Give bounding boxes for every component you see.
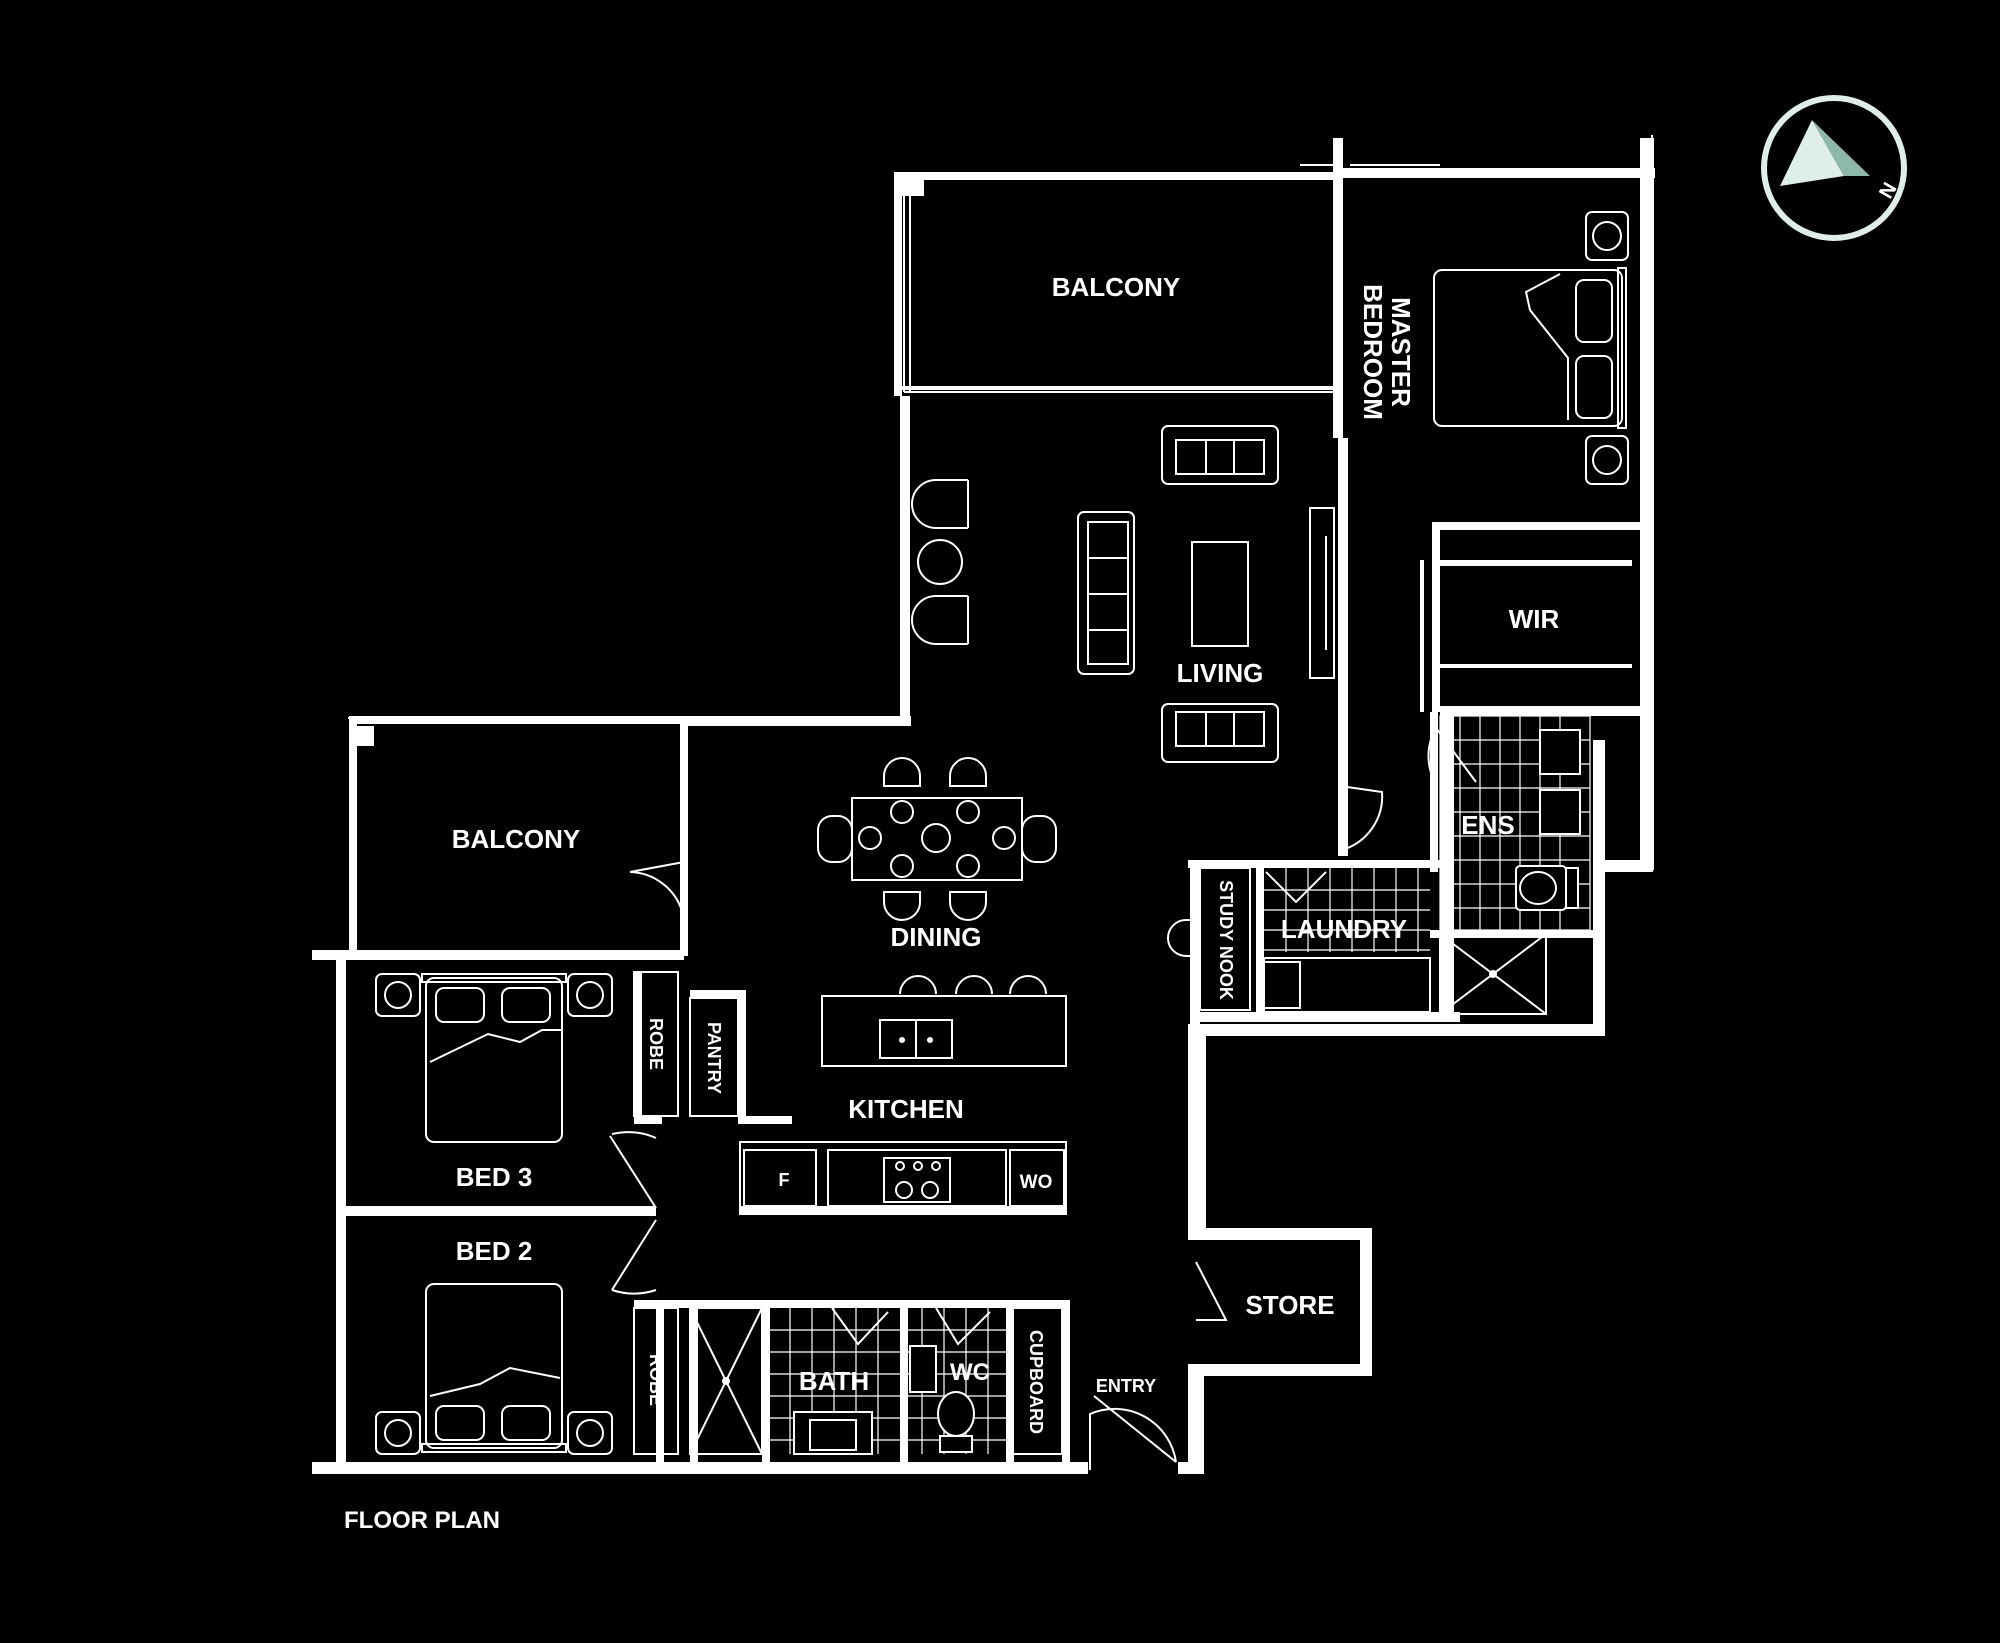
sofa-left — [1077, 511, 1135, 675]
bar-stools — [911, 479, 969, 645]
robe-bed2-label: ROBE — [646, 1354, 666, 1406]
wc-door — [935, 1307, 991, 1346]
ensuite-shower — [1439, 933, 1547, 1015]
master-bedroom-label-1: MASTER — [1386, 297, 1416, 407]
bed-2 — [421, 1283, 567, 1453]
master-bed — [1433, 267, 1627, 429]
bedside-tables-bed3 — [375, 973, 613, 1017]
kitchen-island — [821, 975, 1067, 1067]
master-door — [1339, 785, 1384, 851]
sofa-top — [1161, 425, 1279, 485]
tv-unit — [1309, 507, 1335, 679]
laundry-tiles — [1262, 868, 1430, 952]
compass: N — [1761, 95, 1907, 241]
bed2-label: BED 2 — [456, 1236, 533, 1266]
store-label: STORE — [1245, 1290, 1334, 1320]
study-chair — [1167, 919, 1200, 957]
kitchen-label: KITCHEN — [848, 1094, 964, 1124]
bedside-tables-master — [1585, 211, 1629, 485]
laundry-door — [1265, 871, 1327, 904]
ensuite-vanity — [1515, 729, 1581, 911]
coffee-table — [1191, 541, 1249, 647]
store-door — [1195, 1261, 1228, 1321]
ensuite-door — [1427, 727, 1477, 785]
cupboard-cabinet — [1011, 1307, 1063, 1455]
windows — [341, 135, 1653, 1460]
sofa-bottom — [1161, 703, 1279, 763]
robe-bed2-cabinet — [633, 1307, 679, 1455]
master-bedroom-label-2: BEDROOM — [1358, 284, 1388, 420]
dining-label: DINING — [891, 922, 982, 952]
laundry-bench — [1263, 957, 1431, 1013]
bath-shower — [689, 1307, 763, 1455]
robe-bed3-cabinet — [633, 971, 679, 1117]
bath-vanity — [793, 1411, 873, 1455]
bedside-tables-bed2 — [375, 1411, 613, 1455]
wir-label: WIR — [1509, 604, 1560, 634]
dining-table — [817, 757, 1057, 921]
balcony-left-label: BALCONY — [452, 824, 581, 854]
wall-oven-label: WO — [1020, 1172, 1053, 1193]
bath-label: BATH — [799, 1366, 869, 1396]
bath-door — [831, 1307, 889, 1346]
north-arrow-icon — [1780, 120, 1844, 186]
kitchen-bench — [739, 1141, 1067, 1215]
floor-plan-caption: FLOOR PLAN — [344, 1507, 500, 1534]
exterior-walls — [312, 138, 1655, 1474]
balcony-left — [352, 726, 685, 921]
balcony-top — [900, 176, 924, 196]
entry-door — [1089, 1395, 1177, 1470]
ens-label: ENS — [1461, 810, 1514, 840]
entry-label: ENTRY — [1096, 1376, 1156, 1396]
study-desk — [1199, 867, 1251, 1011]
study-nook-label: STUDY NOOK — [1216, 880, 1236, 1000]
fridge-label: F — [779, 1170, 790, 1190]
bed3-label: BED 3 — [456, 1162, 533, 1192]
pantry-label: PANTRY — [704, 1022, 724, 1094]
wc-fixtures — [909, 1345, 975, 1453]
bed3-door — [609, 1131, 657, 1209]
balcony-top-label: BALCONY — [1052, 272, 1181, 302]
laundry-tub — [1263, 961, 1301, 1009]
wc-label: WC — [950, 1359, 990, 1386]
bed2-door — [611, 1219, 657, 1295]
living-label: LIVING — [1177, 658, 1264, 688]
laundry-label: LAUNDRY — [1281, 914, 1407, 944]
interior-walls — [634, 386, 1632, 1470]
pantry-cabinet — [689, 997, 739, 1117]
robe-bed3-label: ROBE — [646, 1018, 666, 1070]
cupboard-label: CUPBOARD — [1026, 1330, 1046, 1434]
bed-3 — [421, 973, 567, 1143]
